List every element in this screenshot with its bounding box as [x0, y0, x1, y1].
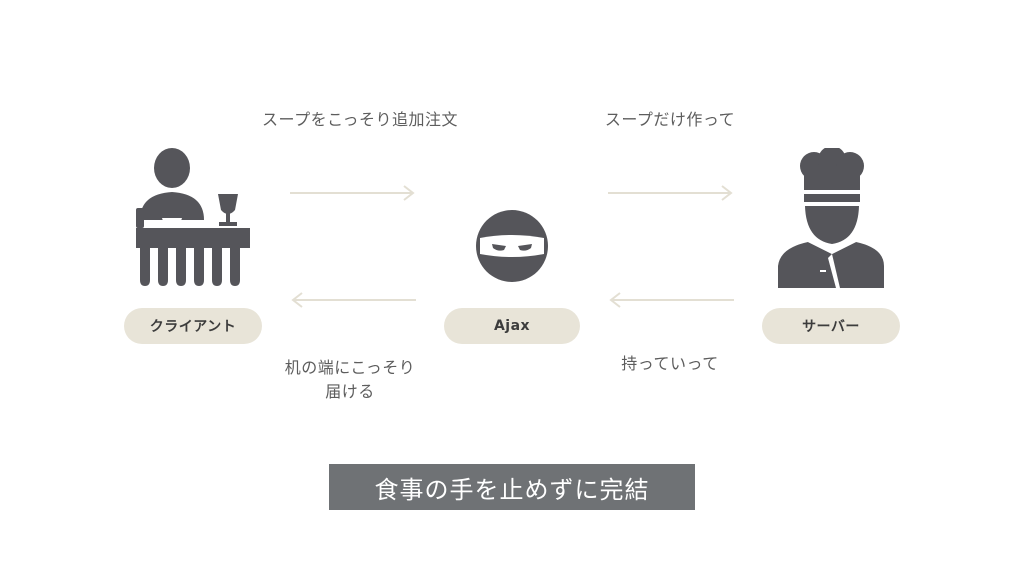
caption-ajax-to-server: スープだけ作って [604, 110, 736, 129]
arrow-client-to-ajax [288, 184, 418, 202]
caption-server-to-ajax: 持っていって [621, 354, 719, 373]
chef-icon [774, 146, 888, 292]
summary-banner: 食事の手を止めずに完結 [329, 464, 695, 510]
arrow-ajax-to-server [606, 184, 736, 202]
caption-ajax-to-client-line1: 机の端にこっそり [284, 358, 416, 377]
ajax-label: Ajax [444, 308, 580, 344]
server-label: サーバー [762, 308, 900, 344]
caption-client-to-ajax: スープをこっそり追加注文 [262, 110, 458, 129]
diner-at-table-icon [132, 148, 254, 292]
caption-ajax-to-client: 机の端にこっそり 届ける [260, 356, 440, 404]
client-label: クライアント [124, 308, 262, 344]
arrow-ajax-to-client [288, 291, 418, 309]
ninja-icon [474, 208, 550, 288]
caption-ajax-to-client-line2: 届ける [325, 382, 375, 401]
arrow-server-to-ajax [606, 291, 736, 309]
